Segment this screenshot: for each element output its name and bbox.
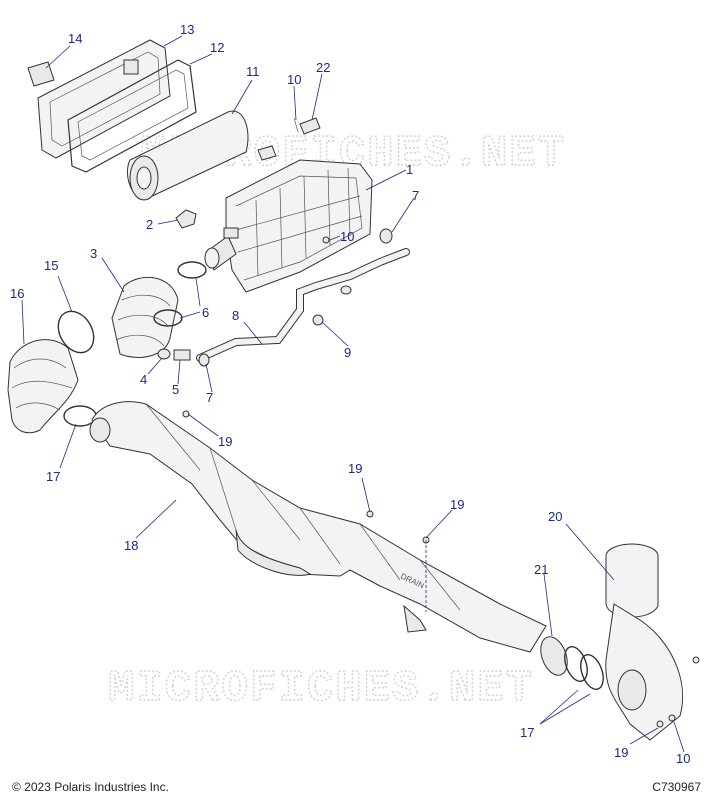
- callout-17-left: 17: [46, 469, 60, 484]
- part-10-screws: [322, 236, 700, 722]
- callout-9: 9: [344, 345, 351, 360]
- callout-14: 14: [68, 31, 82, 46]
- part-3-boot: [111, 277, 179, 358]
- callout-5: 5: [172, 382, 179, 397]
- callout-7-upper: 7: [412, 188, 419, 203]
- part-17-clamps-right: [564, 646, 604, 690]
- callout-2: 2: [146, 217, 153, 232]
- part-6-clamps: [153, 261, 207, 327]
- callout-15: 15: [44, 258, 58, 273]
- part-4-fitting: [157, 348, 171, 360]
- callout-3: 3: [90, 246, 97, 261]
- leader-lines: [21, 35, 685, 753]
- callout-10-top: 10: [287, 72, 301, 87]
- callout-19-right: 19: [450, 497, 464, 512]
- part-20-outlet: [605, 543, 684, 741]
- callout-13: 13: [180, 22, 194, 37]
- copyright-notice: © 2023 Polaris Industries Inc.: [12, 780, 169, 794]
- callout-8: 8: [232, 308, 239, 323]
- callout-10-bottom: 10: [676, 751, 690, 766]
- part-8-hose: [196, 248, 410, 362]
- part-16-elbow-boot: [7, 339, 79, 434]
- callout-19-bottom: 19: [614, 745, 628, 760]
- callout-18: 18: [124, 538, 138, 553]
- part-10-screw-top: [293, 117, 299, 133]
- callout-17-right: 17: [520, 725, 534, 740]
- callout-10-mid: 10: [340, 229, 354, 244]
- part-1-airbox: [204, 159, 373, 293]
- part-12-gasket: [67, 59, 197, 173]
- part-22-clamp: [257, 117, 321, 161]
- callout-11: 11: [246, 64, 260, 79]
- diagram-code: C730967: [652, 780, 701, 794]
- callout-22: 22: [316, 60, 330, 75]
- part-7-clamps: [198, 228, 393, 367]
- callouts: 14 13 12 11 10 22 1 7 2 10 3 15 16 6 8 9…: [10, 22, 690, 766]
- callout-6: 6: [202, 305, 209, 320]
- callout-20: 20: [548, 509, 562, 524]
- part-14-filter-pad: [27, 61, 55, 87]
- part-9-clamp: [312, 285, 352, 326]
- part-11-air-filter: [126, 110, 249, 201]
- part-21-coupler: [540, 636, 568, 676]
- callout-16: 16: [10, 286, 24, 301]
- callout-7-lower: 7: [206, 390, 213, 405]
- part-17-clamp-left: [63, 405, 97, 427]
- callout-12: 12: [210, 40, 224, 55]
- part-18-main-duct: DRAIN: [89, 401, 547, 653]
- part-2-bracket: [175, 209, 197, 229]
- callout-1: 1: [406, 162, 413, 177]
- part-5-fitting: [173, 349, 191, 361]
- callout-19-left: 19: [218, 434, 232, 449]
- part-13-airbox-cover: [37, 39, 171, 159]
- callout-4: 4: [140, 372, 147, 387]
- callout-21: 21: [534, 562, 548, 577]
- watermark-bottom: MICROFICHES.NET: [108, 664, 534, 714]
- part-15-clamp: [57, 310, 95, 354]
- callout-19-mid: 19: [348, 461, 362, 476]
